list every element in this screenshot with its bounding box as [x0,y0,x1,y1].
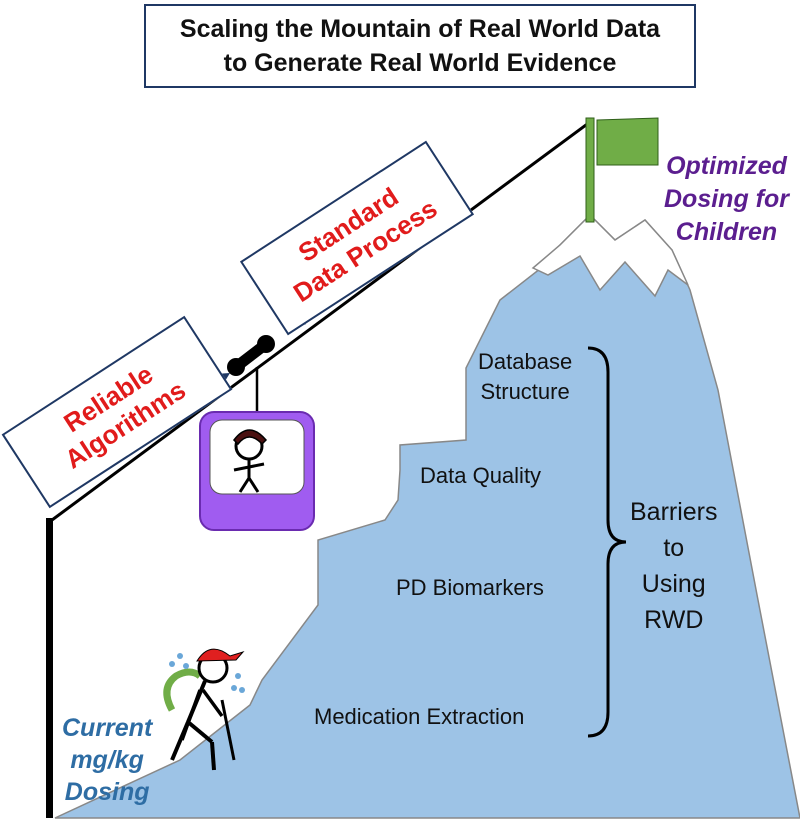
climber-leg [186,720,214,744]
flag-pole [585,117,595,223]
sweat-drop [183,663,189,669]
goal-label: Optimized Dosing for Children [664,150,789,249]
rider-leg [247,477,260,493]
sweat-drop [231,685,237,691]
climber-backpack [163,668,203,712]
flag [596,117,659,166]
barrier-1-line-1: Database [478,349,573,374]
rider-arms [233,462,265,472]
rider-hair [233,429,268,446]
current-line-2: mg/kg [70,746,144,774]
current-line-1: Current [62,714,153,742]
sweat-drop [235,673,241,679]
barrier-database-structure: Database Structure [478,347,572,407]
barrier-medication-extraction: Medication Extraction [314,704,525,729]
climber-hat [196,648,245,662]
goal-line-2: Dosing for [664,185,789,213]
sweat-drop [177,653,183,659]
bracket-label-line-2: to [663,534,685,562]
goal-line-1: Optimized [666,152,787,180]
cable-pole [46,518,53,818]
title-line-1: Scaling the Mountain of Real World Data [179,15,661,43]
cable-line [51,120,591,522]
barrier-1-line-2: Structure [480,379,570,404]
bracket-label: Barriers to Using RWD [630,494,718,638]
climber-leg [170,721,190,761]
goal-line-3: Children [675,218,778,246]
bracket-label-line-3: Using [641,570,706,598]
sweat-drop [239,687,245,693]
bracket-label-line-1: Barriers [630,498,718,526]
rider-leg [238,477,251,493]
climber-pole [220,699,236,761]
title-line-2: to Generate Real World Evidence [223,49,617,77]
mountain [54,213,800,819]
trolley-wheel [257,335,275,353]
bracket-label-line-4: RWD [644,606,704,634]
sweat-drop [169,661,175,667]
climber [163,648,245,771]
barrier-pd-biomarkers: PD Biomarkers [396,575,544,600]
barrier-data-quality: Data Quality [420,463,542,488]
current-label: Current mg/kg Dosing [62,712,152,808]
climber-leg [210,741,216,771]
trolley-wheel [227,358,245,376]
barriers-bracket [587,346,627,738]
current-line-3: Dosing [64,778,150,806]
title-box: Scaling the Mountain of Real World Data … [144,4,696,88]
climber-arm [201,688,224,718]
